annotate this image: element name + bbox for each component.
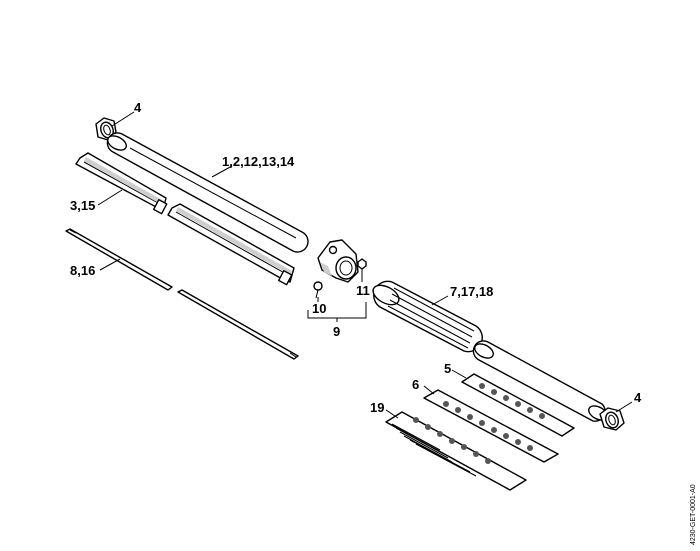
leader-4-bottom <box>615 401 633 413</box>
leader-3 <box>97 189 123 206</box>
leader-8 <box>99 258 121 271</box>
leader-5 <box>451 369 467 379</box>
document-id: 4230-GET-0001-A0 <box>690 484 697 545</box>
label-5 <box>461 373 575 437</box>
leader-4-top <box>111 111 135 127</box>
callout-4-top: 4 <box>134 100 142 115</box>
bushing-bottom <box>599 407 625 431</box>
liner-lower <box>167 203 295 286</box>
callout-1-2-12-13-14: 1,2,12,13,14 <box>222 154 295 169</box>
callout-10: 10 <box>312 301 326 316</box>
leader-6 <box>423 385 435 395</box>
leader-1 <box>211 165 233 178</box>
drive-tube-upper <box>106 132 309 253</box>
leader-7 <box>431 295 449 306</box>
callout-9: 9 <box>333 324 340 339</box>
liner-upper <box>75 152 168 215</box>
callout-4-bottom: 4 <box>634 390 642 405</box>
screw <box>313 281 323 299</box>
callout-8-16: 8,16 <box>70 263 95 278</box>
nut <box>357 258 367 270</box>
label-19 <box>385 411 527 491</box>
callout-11: 11 <box>356 283 370 298</box>
clamp-bracket <box>317 239 359 283</box>
drive-shaft <box>65 228 299 360</box>
label-6 <box>423 389 559 463</box>
grip-hose <box>372 280 483 353</box>
callout-19: 19 <box>370 400 384 415</box>
callout-6: 6 <box>412 377 419 392</box>
callout-7-17-18: 7,17,18 <box>450 284 493 299</box>
callout-5: 5 <box>444 361 451 376</box>
leader-19 <box>385 409 399 419</box>
callout-3-15: 3,15 <box>70 198 95 213</box>
